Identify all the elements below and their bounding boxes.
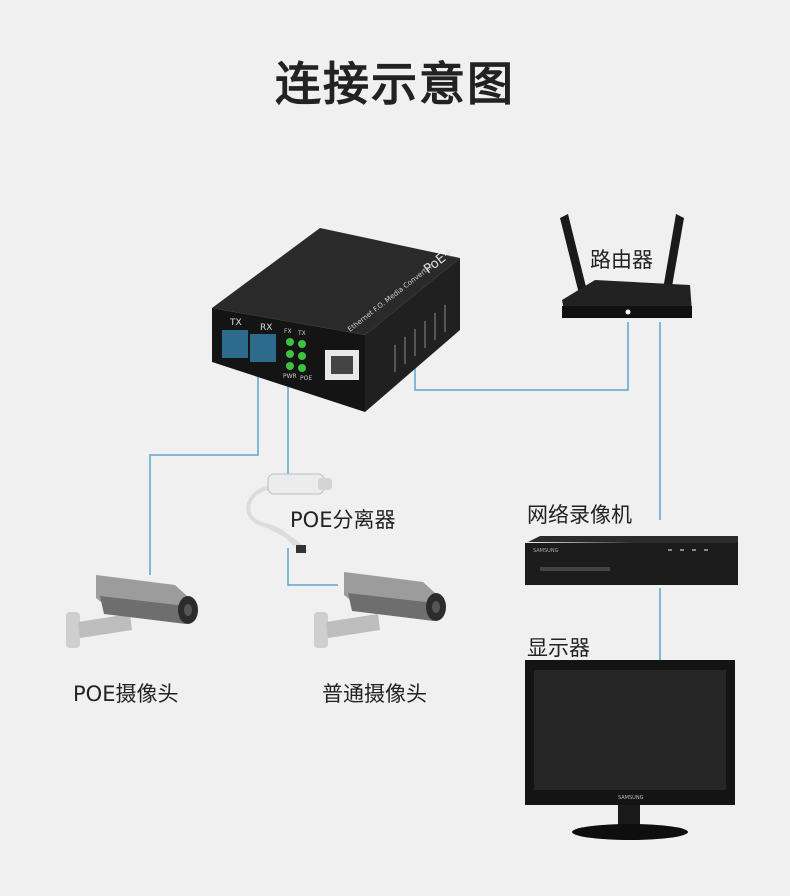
nvr-top bbox=[528, 536, 738, 544]
camera-body bbox=[100, 596, 186, 624]
fiber-port-tx bbox=[222, 330, 248, 358]
converter-side-face bbox=[365, 258, 460, 412]
nvr-disc-slot bbox=[540, 567, 610, 571]
router-light bbox=[625, 309, 631, 315]
monitor-brand: SAMSUNG bbox=[618, 795, 644, 801]
line-converter-to-poe-camera bbox=[149, 368, 259, 575]
converter-vents bbox=[394, 305, 446, 372]
camera-mount bbox=[314, 612, 328, 648]
camera-body bbox=[348, 593, 434, 621]
monitor-neck bbox=[618, 805, 640, 825]
led bbox=[298, 340, 306, 348]
led-label-pwr: PWR bbox=[283, 373, 297, 380]
led-label-fx: FX bbox=[284, 328, 292, 335]
normal-camera-label: 普通摄像头 bbox=[322, 682, 427, 706]
led bbox=[298, 352, 306, 360]
camera-mount bbox=[66, 612, 80, 648]
router-antenna-left bbox=[560, 214, 588, 298]
poe-camera-label: POE摄像头 bbox=[73, 682, 179, 706]
normal-camera bbox=[314, 572, 446, 648]
router-antenna-right bbox=[662, 214, 684, 298]
camera-arm bbox=[326, 614, 380, 638]
media-converter: TX RX FX TX PWR POE Ethernet F.O. Media … bbox=[212, 228, 460, 412]
led bbox=[286, 362, 294, 370]
poe-splitter bbox=[246, 473, 332, 554]
poe-camera bbox=[66, 575, 198, 648]
monitor-screen bbox=[534, 670, 726, 790]
connection-lines bbox=[149, 322, 661, 660]
led-label-poe: POE bbox=[300, 375, 312, 382]
nvr-label: 网络录像机 bbox=[527, 503, 632, 527]
splitter-end bbox=[318, 478, 332, 490]
led bbox=[286, 338, 294, 346]
line-splitter-to-normal-camera bbox=[287, 548, 338, 586]
port-label-rx: RX bbox=[260, 323, 272, 333]
poe-splitter-label: POE分离器 bbox=[290, 508, 396, 532]
converter-top-face bbox=[212, 228, 460, 335]
fiber-port-rx bbox=[250, 334, 276, 362]
page-title: 连接示意图 bbox=[275, 57, 515, 111]
camera-arm bbox=[78, 614, 132, 638]
nvr-front bbox=[525, 543, 738, 585]
camera-lens-center bbox=[184, 604, 192, 616]
nvr: SAMSUNG bbox=[525, 536, 738, 585]
led bbox=[286, 350, 294, 358]
port-label-tx: TX bbox=[229, 318, 242, 328]
nvr-brand: SAMSUNG bbox=[533, 548, 559, 554]
monitor-label: 显示器 bbox=[527, 636, 590, 660]
nvr-indicators bbox=[668, 549, 708, 551]
camera-lens-center bbox=[432, 601, 440, 613]
monitor: SAMSUNG bbox=[525, 660, 735, 840]
router-label: 路由器 bbox=[590, 248, 653, 272]
line-converter-to-router bbox=[414, 322, 629, 391]
led-label-tx: TX bbox=[297, 330, 306, 337]
splitter-plug bbox=[296, 545, 306, 553]
monitor-base bbox=[572, 824, 688, 840]
status-leds bbox=[286, 338, 306, 372]
led bbox=[298, 364, 306, 372]
rj45-port-socket bbox=[331, 356, 353, 374]
splitter-body bbox=[267, 473, 325, 495]
router bbox=[560, 214, 692, 318]
